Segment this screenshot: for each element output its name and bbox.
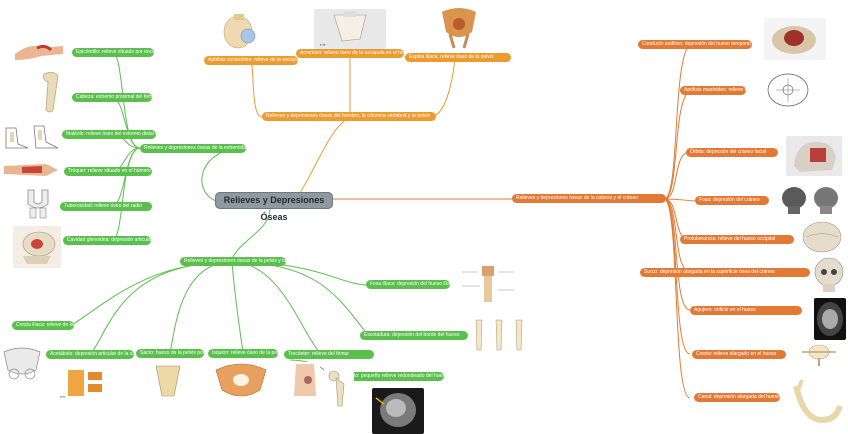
- arm-elbow-image: [11, 34, 67, 64]
- skull-diagram-image: [758, 66, 818, 114]
- left-green-item-1[interactable]: Epicóndilo: relieve situado por encima d…: [72, 48, 154, 57]
- central-topic[interactable]: Relieves y Depresiones Óseas: [215, 192, 333, 222]
- bottom-green-item-1[interactable]: Cresta ilíaca: relieve de la pelvis: [12, 321, 74, 330]
- right-orange-item-7[interactable]: Agujero: orificio en el hueso: [690, 306, 802, 315]
- left-green-item-4[interactable]: Tróquer: relieve situado en el húmero: [64, 167, 152, 176]
- bottom-green-item-6[interactable]: Fosa ilíaca: depresión del hueso ilíaco: [366, 280, 450, 289]
- bottom-green-hub[interactable]: Relieves y depresiones óseas de la pelvi…: [180, 257, 286, 266]
- top-orange-item-1[interactable]: Apófisis coracoides: relieve de la escáp…: [204, 56, 298, 65]
- right-orange-item-5[interactable]: Protuberancia: relieve del hueso occipit…: [680, 235, 794, 244]
- right-orange-item-9[interactable]: Canal: depresión alargada del hueso: [694, 393, 780, 402]
- right-orange-item-2[interactable]: Apófisis mastoides: relieve del hueso te…: [680, 86, 746, 95]
- pelvis-muscle-image: [434, 2, 484, 50]
- bottom-green-item-7[interactable]: Escotadura: depresión del borde del hues…: [360, 331, 468, 340]
- knee-image: [18, 188, 56, 220]
- mandible-image: [792, 376, 844, 426]
- xray-skull-image: [372, 388, 424, 434]
- bottom-green-item-4[interactable]: Isquion: relieve óseo de la pelvis: [208, 349, 278, 358]
- top-orange-hub[interactable]: Relieves y depresiones óseas del hombro,…: [262, 112, 436, 121]
- scapula-image: ▪ ▪▪: [314, 9, 386, 49]
- femur-image: [34, 70, 68, 116]
- sacrum-image: [148, 362, 188, 400]
- top-orange-item-2[interactable]: Acromion: relieve óseo de la escápula en…: [296, 49, 404, 58]
- left-green-item-3[interactable]: Maléolo: relieve óseo del extremo distal…: [62, 130, 156, 139]
- left-green-item-2[interactable]: Cabeza: extremo proximal del fémur: [72, 93, 152, 102]
- skull-pair-image: [778, 184, 842, 216]
- hip-image: [290, 362, 320, 398]
- left-green-item-6[interactable]: Cavidad glenoidea: depresión articular d…: [63, 236, 151, 245]
- vertebra-column-image: ▪▪▪▪: [58, 366, 118, 400]
- right-orange-item-1[interactable]: Conducto auditivo: depresión del hueso t…: [638, 40, 752, 49]
- vertebra-image: [796, 340, 842, 368]
- bottom-green-item-5[interactable]: Trocánter: relieve del fémur: [284, 350, 374, 359]
- bone-series-image: [470, 316, 532, 354]
- skull-front-image: [812, 256, 846, 294]
- svg-text:▪▪▪▪: ▪▪▪▪: [60, 395, 65, 399]
- bone-structure-image: [458, 262, 520, 306]
- top-orange-connectors: [249, 53, 456, 194]
- pelvis-bone-image: [212, 362, 270, 402]
- left-green-item-5[interactable]: Tuberosidad: relieve óseo del radio: [60, 202, 152, 211]
- ct-scan-image: [814, 298, 846, 340]
- skull-top-image: [800, 220, 844, 254]
- left-green-hub[interactable]: Relieves y depresiones óseas de la extre…: [140, 144, 246, 153]
- femur-head-image: [324, 368, 354, 408]
- bottom-green-item-2[interactable]: Acetábulo: depresión articular de la cad…: [46, 350, 134, 359]
- top-orange-item-3[interactable]: Espina ilíaca: relieve óseo de la pelvis: [405, 53, 511, 62]
- bottom-green-item-3[interactable]: Sacro: hueso de la pelvis posterior: [136, 349, 204, 358]
- right-orange-item-4[interactable]: Fosa: depresión del cráneo: [695, 196, 769, 205]
- skull-side-image: [786, 136, 842, 176]
- right-orange-item-8[interactable]: Cresta: relieve alargado en el hueso: [692, 350, 786, 359]
- orbit-photo-image: [764, 18, 826, 60]
- shoulder-image: [218, 12, 262, 56]
- forearm-image: [2, 158, 60, 182]
- right-orange-item-6[interactable]: Surco: depresión alargada en la superfic…: [640, 268, 810, 277]
- right-orange-item-3[interactable]: Órbita: depresión del cráneo facial: [686, 148, 778, 157]
- skull-lateral-image: [13, 226, 61, 268]
- svg-text:▪ ▪▪: ▪ ▪▪: [320, 42, 326, 47]
- right-orange-hub[interactable]: Relieves y depresiones óseas de la cabez…: [512, 194, 666, 203]
- foot-ankle-image: [2, 122, 60, 152]
- pelvis-image: [0, 344, 44, 386]
- bottom-green-item-8[interactable]: Tubérculo: pequeño relieve redondeado de…: [332, 372, 444, 381]
